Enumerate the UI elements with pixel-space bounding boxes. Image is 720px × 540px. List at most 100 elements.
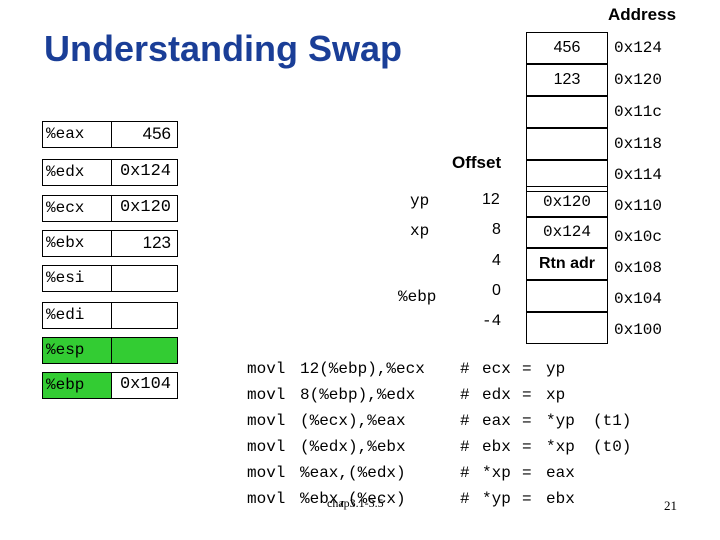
- frame-offset: -4: [482, 312, 502, 330]
- code-eq: =: [522, 386, 532, 404]
- register-esi: %esi: [42, 265, 178, 292]
- code-args: (%edx),%ebx: [300, 438, 406, 456]
- code-rhs: ebx: [546, 490, 575, 508]
- code-eq: =: [522, 490, 532, 508]
- memory-content: 456: [553, 39, 581, 56]
- code-rhs: eax: [546, 464, 575, 482]
- code-rhs: *xp: [546, 438, 575, 456]
- code-args: 12(%ebp),%ecx: [300, 360, 425, 378]
- code-eq: =: [522, 360, 532, 378]
- register-eax: %eax 456: [42, 121, 178, 148]
- code-eq: =: [522, 438, 532, 456]
- memory-cell: 0x124: [526, 216, 608, 248]
- memory-cell: [526, 96, 608, 128]
- code-eq: =: [522, 412, 532, 430]
- code-args: %eax,(%edx): [300, 464, 406, 482]
- register-ebx: %ebx 123: [42, 230, 178, 257]
- frame-offset: 8: [492, 221, 501, 238]
- memory-cell: [526, 312, 608, 344]
- memory-address: 0x100: [614, 321, 663, 339]
- code-note: (t1): [593, 412, 632, 430]
- page-number: 21: [664, 498, 677, 513]
- memory-address: 0x124: [614, 39, 663, 57]
- memory-cell: 0x120: [526, 186, 608, 218]
- memory-cell: 456: [526, 32, 608, 64]
- register-edx: %edx 0x124: [42, 159, 178, 186]
- memory-content: 0x124: [542, 223, 591, 241]
- memory-cell: [526, 128, 608, 160]
- memory-cell: Rtn adr: [526, 248, 608, 280]
- code-rhs: *yp: [546, 412, 575, 430]
- code-op: movl: [247, 360, 286, 378]
- register-value: 123: [142, 233, 171, 252]
- memory-address: 0x104: [614, 290, 663, 308]
- code-args: %ebx,(%ecx): [300, 490, 406, 508]
- memory-content: 0x120: [542, 193, 591, 211]
- frame-label-xp: xp: [410, 222, 430, 240]
- memory-address: 0x11c: [614, 103, 663, 121]
- register-value: 0x124: [119, 162, 171, 181]
- frame-label-ebp: %ebp: [398, 288, 437, 306]
- register-value: 0x120: [119, 198, 171, 217]
- register-esp: %esp: [42, 337, 178, 364]
- register-name: %ebx: [46, 234, 85, 252]
- register-name: %eax: [46, 125, 85, 143]
- register-ebp: %ebp 0x104: [42, 372, 178, 399]
- register-name: %esi: [46, 269, 85, 287]
- register-name: %edi: [46, 306, 85, 324]
- memory-cell: [526, 280, 608, 312]
- frame-offset: 12: [482, 191, 500, 208]
- memory-address: 0x110: [614, 197, 663, 215]
- code-op: movl: [247, 490, 286, 508]
- code-lhs: *xp: [482, 464, 511, 482]
- code-hash: #: [460, 360, 470, 378]
- code-lhs: ecx: [482, 360, 511, 378]
- code-args: 8(%ebp),%edx: [300, 386, 416, 404]
- register-edi: %edi: [42, 302, 178, 329]
- code-hash: #: [460, 490, 470, 508]
- code-args: (%ecx),%eax: [300, 412, 406, 430]
- register-name: %ebp: [46, 376, 85, 394]
- memory-cell: 123: [526, 64, 608, 96]
- register-name: %edx: [46, 163, 85, 181]
- code-lhs: eax: [482, 412, 511, 430]
- memory-cell: [526, 160, 608, 192]
- register-name: %ecx: [46, 199, 85, 217]
- register-highlight: [112, 338, 177, 363]
- register-ecx: %ecx 0x120: [42, 195, 178, 222]
- register-value: 0x104: [119, 375, 171, 394]
- code-lhs: edx: [482, 386, 511, 404]
- code-eq: =: [522, 464, 532, 482]
- code-op: movl: [247, 464, 286, 482]
- frame-offset: 0: [492, 282, 501, 299]
- memory-address: 0x114: [614, 166, 663, 184]
- register-highlight: [43, 373, 111, 398]
- register-highlight: [43, 338, 111, 363]
- slide-footer: chap3.1-3.5: [327, 496, 384, 510]
- code-rhs: yp: [546, 360, 566, 378]
- code-lhs: *yp: [482, 490, 511, 508]
- code-lhs: ebx: [482, 438, 511, 456]
- code-hash: #: [460, 438, 470, 456]
- code-op: movl: [247, 438, 286, 456]
- code-hash: #: [460, 412, 470, 430]
- frame-offset: 4: [492, 252, 501, 269]
- code-hash: #: [460, 386, 470, 404]
- memory-address: 0x118: [614, 135, 663, 153]
- code-hash: #: [460, 464, 470, 482]
- memory-address: 0x10c: [614, 228, 663, 246]
- memory-content: 123: [553, 71, 581, 88]
- code-op: movl: [247, 386, 286, 404]
- address-header: Address: [608, 5, 677, 24]
- memory-content: Rtn adr: [539, 255, 595, 272]
- frame-label-yp: yp: [410, 192, 430, 210]
- register-value: 456: [142, 124, 171, 143]
- register-name: %esp: [46, 341, 85, 359]
- slide-title: Understanding Swap: [44, 28, 403, 69]
- offset-header: Offset: [452, 153, 502, 172]
- code-op: movl: [247, 412, 286, 430]
- code-rhs: xp: [546, 386, 566, 404]
- memory-address: 0x108: [614, 259, 663, 277]
- code-note: (t0): [593, 438, 632, 456]
- memory-address: 0x120: [614, 71, 663, 89]
